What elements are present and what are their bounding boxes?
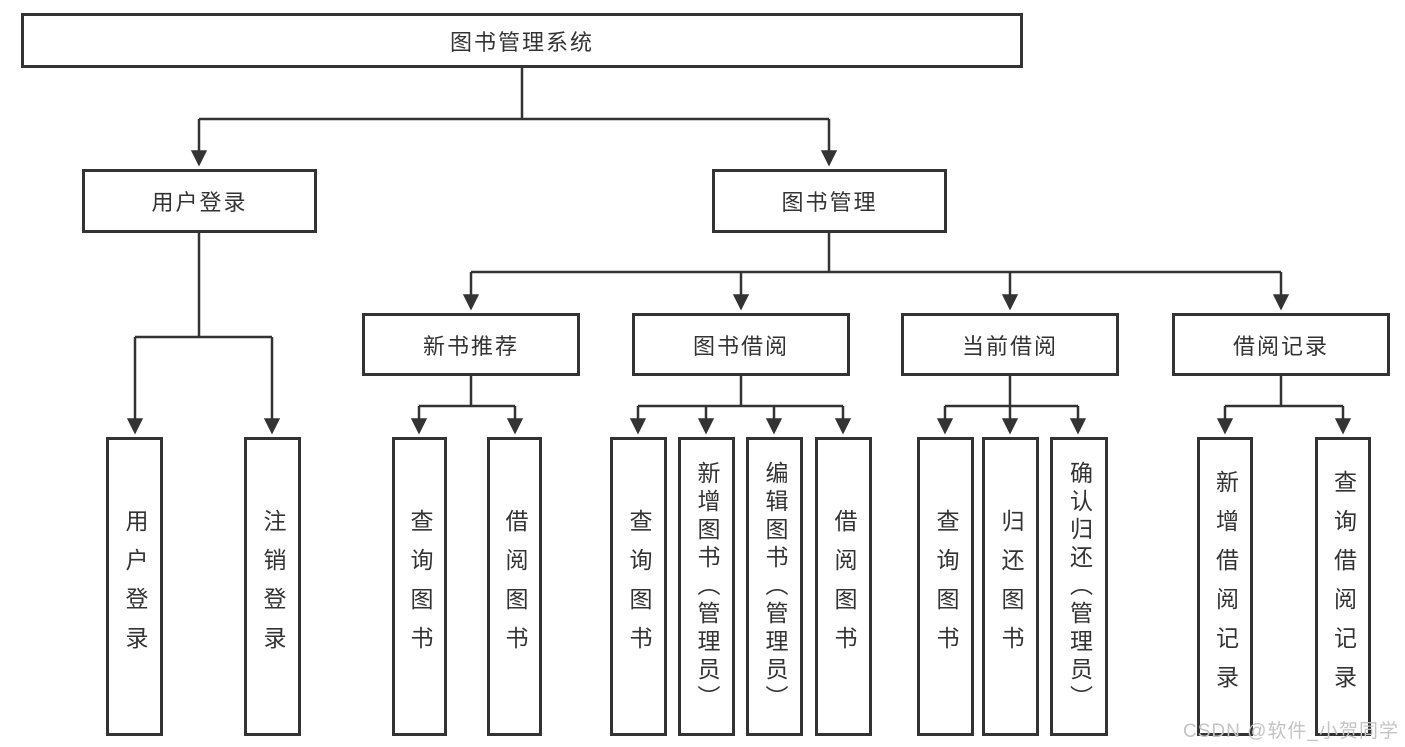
leaf-return-books: 归还图书 xyxy=(982,437,1039,736)
leaf-label: 注销登录 xyxy=(260,508,286,665)
leaf-label: 确认归还（管理员） xyxy=(1066,460,1093,713)
leaf-logout: 注销登录 xyxy=(244,437,301,736)
node-label: 图书管理系统 xyxy=(449,29,594,55)
leaf-label: 查询图书 xyxy=(626,508,652,665)
leaf-query-books-current: 查询图书 xyxy=(917,437,974,736)
leaf-edit-books-admin: 编辑图书（管理员） xyxy=(746,437,803,736)
node-borrow-records: 借阅记录 xyxy=(1172,313,1390,376)
node-label: 新书推荐 xyxy=(422,333,519,359)
leaf-query-books-recommend: 查询图书 xyxy=(392,437,447,736)
leaf-label: 编辑图书（管理员） xyxy=(762,460,788,713)
leaf-label: 查询借阅记录 xyxy=(1330,469,1357,704)
node-label: 借阅记录 xyxy=(1232,333,1329,359)
node-book-borrow: 图书借阅 xyxy=(632,313,850,376)
leaf-add-books-admin: 新增图书（管理员） xyxy=(678,437,735,736)
node-label: 用户登录 xyxy=(151,190,248,215)
leaf-query-books-borrow: 查询图书 xyxy=(610,437,667,736)
node-library-management-system: 图书管理系统 xyxy=(21,13,1023,68)
leaf-label: 查询图书 xyxy=(933,508,959,665)
leaf-label: 借阅图书 xyxy=(502,508,528,665)
node-label: 图书借阅 xyxy=(692,333,789,359)
leaf-label: 归还图书 xyxy=(998,508,1024,665)
node-label: 图书管理 xyxy=(781,190,878,215)
leaf-label: 用户登录 xyxy=(122,508,148,665)
node-current-borrow: 当前借阅 xyxy=(901,313,1119,376)
node-user-login: 用户登录 xyxy=(82,169,317,233)
leaf-label: 新增借阅记录 xyxy=(1212,469,1239,704)
leaf-user-login: 用户登录 xyxy=(106,437,163,736)
node-book-management: 图书管理 xyxy=(712,169,947,233)
leaf-borrow-books-recommend: 借阅图书 xyxy=(487,437,542,736)
leaf-label: 新增图书（管理员） xyxy=(694,460,720,713)
leaf-label: 借阅图书 xyxy=(831,508,857,665)
leaf-query-borrow-record: 查询借阅记录 xyxy=(1315,437,1371,736)
node-new-book-recommend: 新书推荐 xyxy=(362,313,580,376)
watermark: CSDN @软件_小贺同学 xyxy=(1183,721,1399,742)
leaf-confirm-return-admin: 确认归还（管理员） xyxy=(1050,437,1108,736)
node-label: 当前借阅 xyxy=(961,333,1058,359)
leaf-add-borrow-record: 新增借阅记录 xyxy=(1197,437,1253,736)
leaf-label: 查询图书 xyxy=(407,508,433,665)
leaf-borrow-books: 借阅图书 xyxy=(815,437,872,736)
